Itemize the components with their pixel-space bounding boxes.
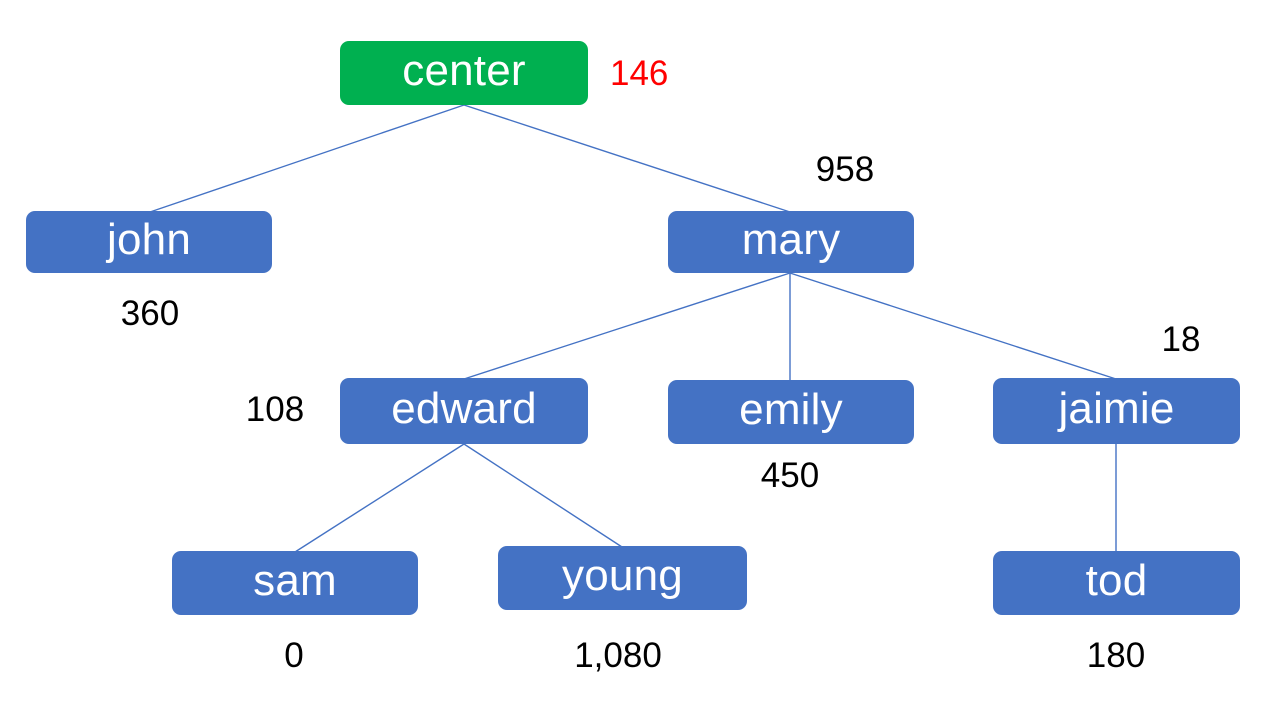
node-label-edward: edward [391, 384, 537, 433]
node-sam[interactable]: sam [172, 551, 418, 615]
node-jaimie[interactable]: jaimie [993, 378, 1240, 444]
node-emily[interactable]: emily [668, 380, 914, 444]
node-john[interactable]: john [26, 211, 272, 273]
weight-edward: 108 [245, 390, 305, 429]
edge-mary-edward [463, 272, 791, 380]
node-label-tod: tod [1085, 556, 1148, 605]
node-label-john: john [107, 215, 191, 264]
edge-center-john [149, 104, 465, 213]
node-label-center: center [402, 46, 526, 95]
edge-edward-sam [294, 443, 465, 553]
weight-mary: 958 [815, 150, 875, 189]
weight-center: 146 [610, 54, 669, 93]
node-mary[interactable]: mary [668, 211, 914, 273]
node-edward[interactable]: edward [340, 378, 588, 444]
node-label-mary: mary [741, 215, 841, 264]
weight-tod: 180 [1086, 636, 1146, 675]
weight-sam: 0 [284, 636, 304, 675]
weight-john: 360 [120, 294, 180, 333]
edge-mary-jaimie [789, 272, 1117, 380]
edge-edward-young [463, 443, 623, 548]
node-tod[interactable]: tod [993, 551, 1240, 615]
node-center[interactable]: center [340, 41, 588, 105]
node-young[interactable]: young [498, 546, 747, 610]
weight-emily: 450 [760, 456, 820, 495]
weight-young: 1,080 [574, 636, 662, 675]
edge-center-mary [463, 104, 791, 213]
weight-jaimie: 18 [1161, 320, 1201, 359]
node-label-jaimie: jaimie [1058, 384, 1175, 433]
node-label-sam: sam [253, 556, 337, 605]
node-label-young: young [562, 551, 683, 600]
node-label-emily: emily [739, 385, 843, 434]
